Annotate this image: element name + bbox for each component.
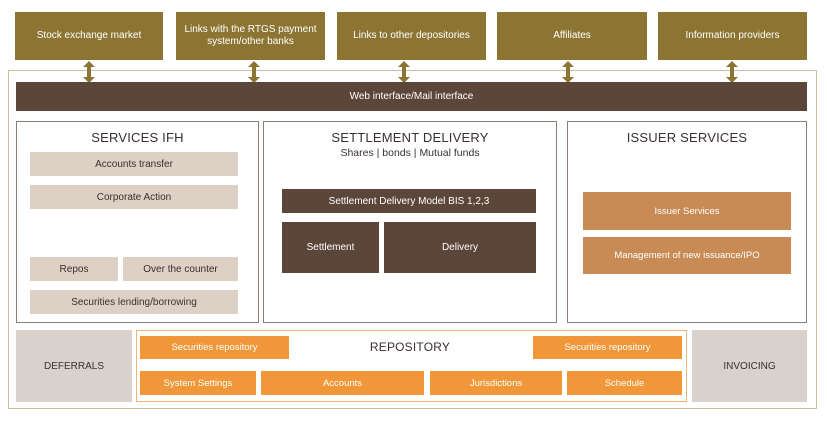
accounts-transfer-box: Accounts transfer (30, 152, 238, 176)
securities-repository-right-box: Securities repository (533, 336, 682, 359)
double-arrow-icon (398, 61, 410, 83)
system-settings-box: System Settings (140, 371, 256, 395)
settlement-delivery-title: SETTLEMENT DELIVERY (331, 129, 489, 145)
issuer-services-title: ISSUER SERVICES (626, 129, 748, 145)
issuer-services-box: Issuer Services (583, 192, 791, 230)
other-depositories-box: Links to other depositories (337, 12, 486, 60)
double-arrow-icon (562, 61, 574, 83)
accounts-box: Accounts (261, 371, 424, 395)
stock-exchange-market-box: Stock exchange market (15, 12, 163, 60)
services-ifh-title: SERVICES IFH (91, 129, 184, 145)
information-providers-box: Information providers (658, 12, 807, 60)
system-frame (8, 70, 817, 409)
jurisdictions-box: Jurisdictions (430, 371, 562, 395)
settlement-box: Settlement (282, 222, 379, 273)
double-arrow-icon (726, 61, 738, 83)
securities-repository-left-box: Securities repository (140, 336, 289, 359)
double-arrow-icon (248, 61, 260, 83)
rtgs-links-box: Links with the RTGS payment system/other… (176, 12, 325, 60)
affiliates-box: Affiliates (497, 12, 647, 60)
repository-title: REPOSITORY (369, 340, 451, 354)
schedule-box: Schedule (567, 371, 682, 395)
settlement-model-box: Settlement Delivery Model BIS 1,2,3 (282, 189, 536, 213)
repos-box: Repos (30, 257, 118, 281)
settlement-delivery-subtitle: Shares | bonds | Mutual funds (340, 147, 480, 159)
delivery-box: Delivery (384, 222, 536, 273)
repository-frame (136, 330, 687, 402)
invoicing-box: INVOICING (692, 330, 807, 402)
deferrals-box: DEFERRALS (16, 330, 132, 402)
new-issuance-box: Management of new issuance/IPO (583, 237, 791, 274)
double-arrow-icon (83, 61, 95, 83)
securities-lending-box: Securities lending/borrowing (30, 290, 238, 314)
over-the-counter-box: Over the counter (123, 257, 238, 281)
web-interface-bar: Web interface/Mail interface (16, 82, 807, 111)
corporate-action-box: Corporate Action (30, 185, 238, 209)
